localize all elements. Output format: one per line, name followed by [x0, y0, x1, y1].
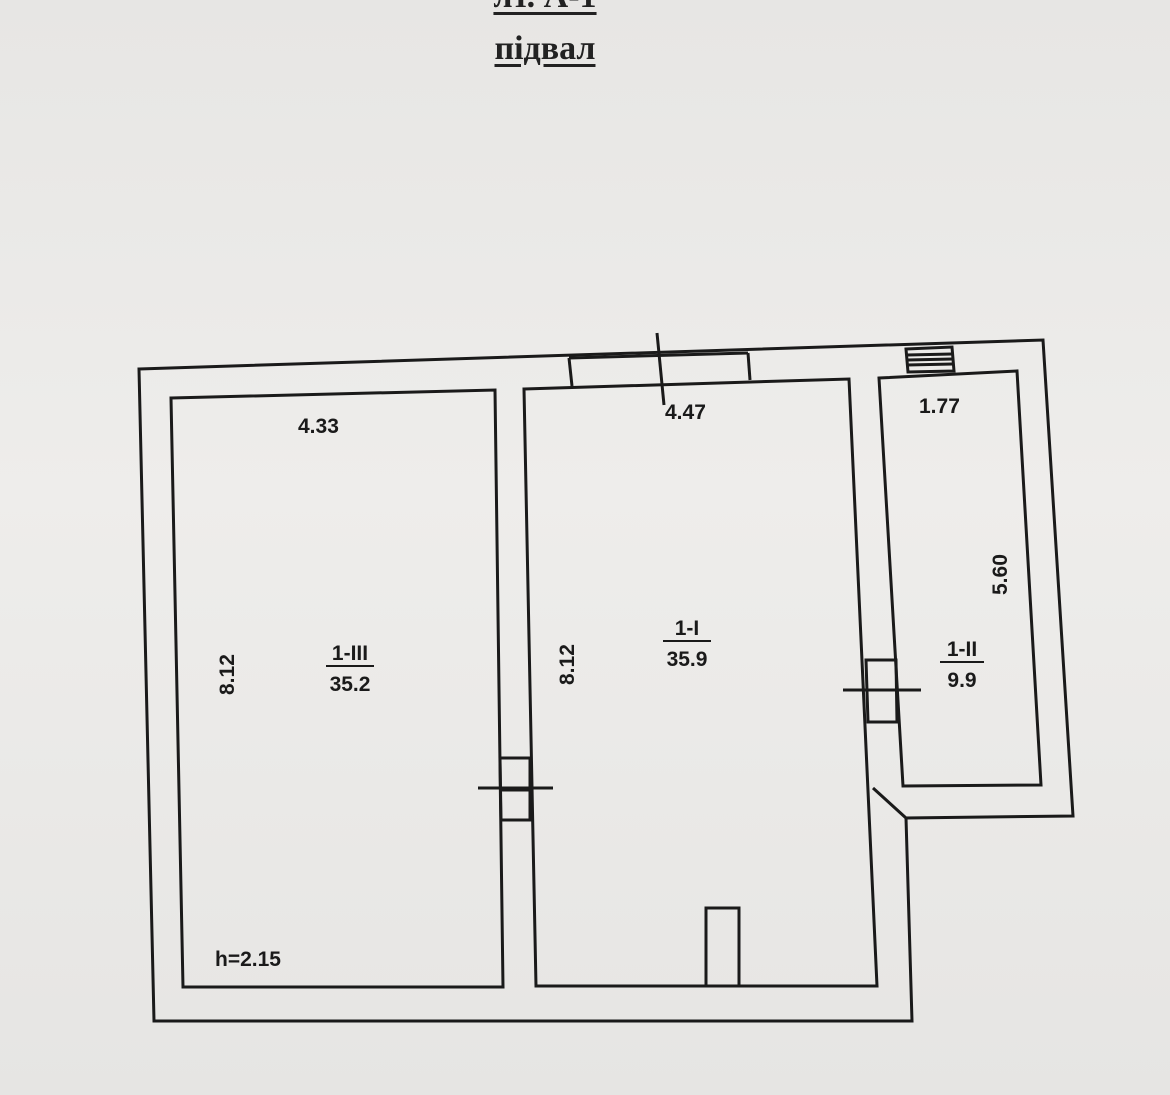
room-1-II-id: 1-II — [947, 638, 977, 661]
room-1-I-length: 8.12 — [556, 644, 579, 685]
window-axis — [655, 332, 666, 406]
door-1-III-1-I — [498, 756, 532, 822]
room-1-I-area: 35.9 — [667, 648, 708, 671]
pillar — [704, 906, 741, 985]
room-1-III-length: 8.12 — [216, 654, 239, 695]
room-1-II-area: 9.9 — [947, 669, 976, 692]
room-1-III-outline — [169, 388, 505, 989]
building-label: лт. А-1 — [400, 0, 690, 16]
floor-title: підвал — [494, 30, 596, 67]
room-1-I-width: 4.47 — [665, 401, 706, 424]
window-recess — [567, 357, 574, 387]
door-1-I-1-II — [864, 658, 899, 724]
room-1-I-id: 1-I — [675, 617, 700, 640]
room-1-II-width: 1.77 — [919, 395, 960, 418]
room-1-II-outline — [877, 369, 1043, 788]
ceiling-height: h=2.15 — [215, 948, 281, 971]
room-1-III-id: 1-III — [332, 642, 368, 665]
wall-step — [871, 786, 908, 820]
room-1-II-length: 5.60 — [989, 554, 1012, 595]
outer-wall — [137, 338, 1075, 1023]
room-1-III-area: 35.2 — [330, 673, 371, 696]
room-1-III-width: 4.33 — [298, 415, 339, 438]
